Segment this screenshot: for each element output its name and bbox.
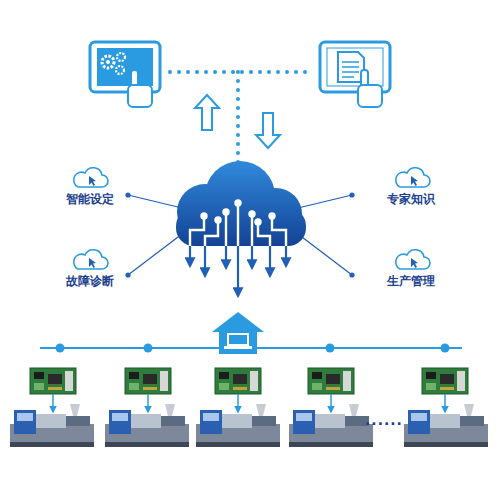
circuit-board xyxy=(215,368,261,394)
up-arrow xyxy=(195,95,219,130)
main-cloud xyxy=(176,161,306,246)
dotted-link xyxy=(170,72,312,165)
injection-machine xyxy=(10,404,94,447)
ellipsis-mark: ...... xyxy=(344,412,424,428)
cloud-circuit xyxy=(190,201,286,247)
injection-machine xyxy=(196,404,280,447)
down-arrow xyxy=(256,113,280,148)
injection-machine xyxy=(404,404,488,447)
tablet-settings xyxy=(90,42,160,107)
cloud-label: 故障诊断 xyxy=(50,273,130,290)
cloud-connectors xyxy=(126,193,354,277)
cloud-label: 智能设定 xyxy=(50,191,130,208)
injection-machine xyxy=(105,404,189,447)
injection-machine xyxy=(289,404,373,447)
house-gateway xyxy=(212,312,264,354)
download-arrows xyxy=(190,246,286,296)
cloud-label: 专家知识 xyxy=(371,191,451,208)
tablet-document xyxy=(320,42,390,107)
cloud-icon xyxy=(396,168,430,187)
cloud-icon xyxy=(396,250,430,269)
cloud-icon xyxy=(74,250,108,269)
circuit-board xyxy=(30,368,76,394)
cloud-label: 生产管理 xyxy=(371,273,451,290)
circuit-board xyxy=(422,368,468,394)
board-arrows xyxy=(53,394,445,412)
circuit-board xyxy=(125,368,171,394)
cloud-icon xyxy=(74,168,108,187)
circuit-board xyxy=(308,368,354,394)
